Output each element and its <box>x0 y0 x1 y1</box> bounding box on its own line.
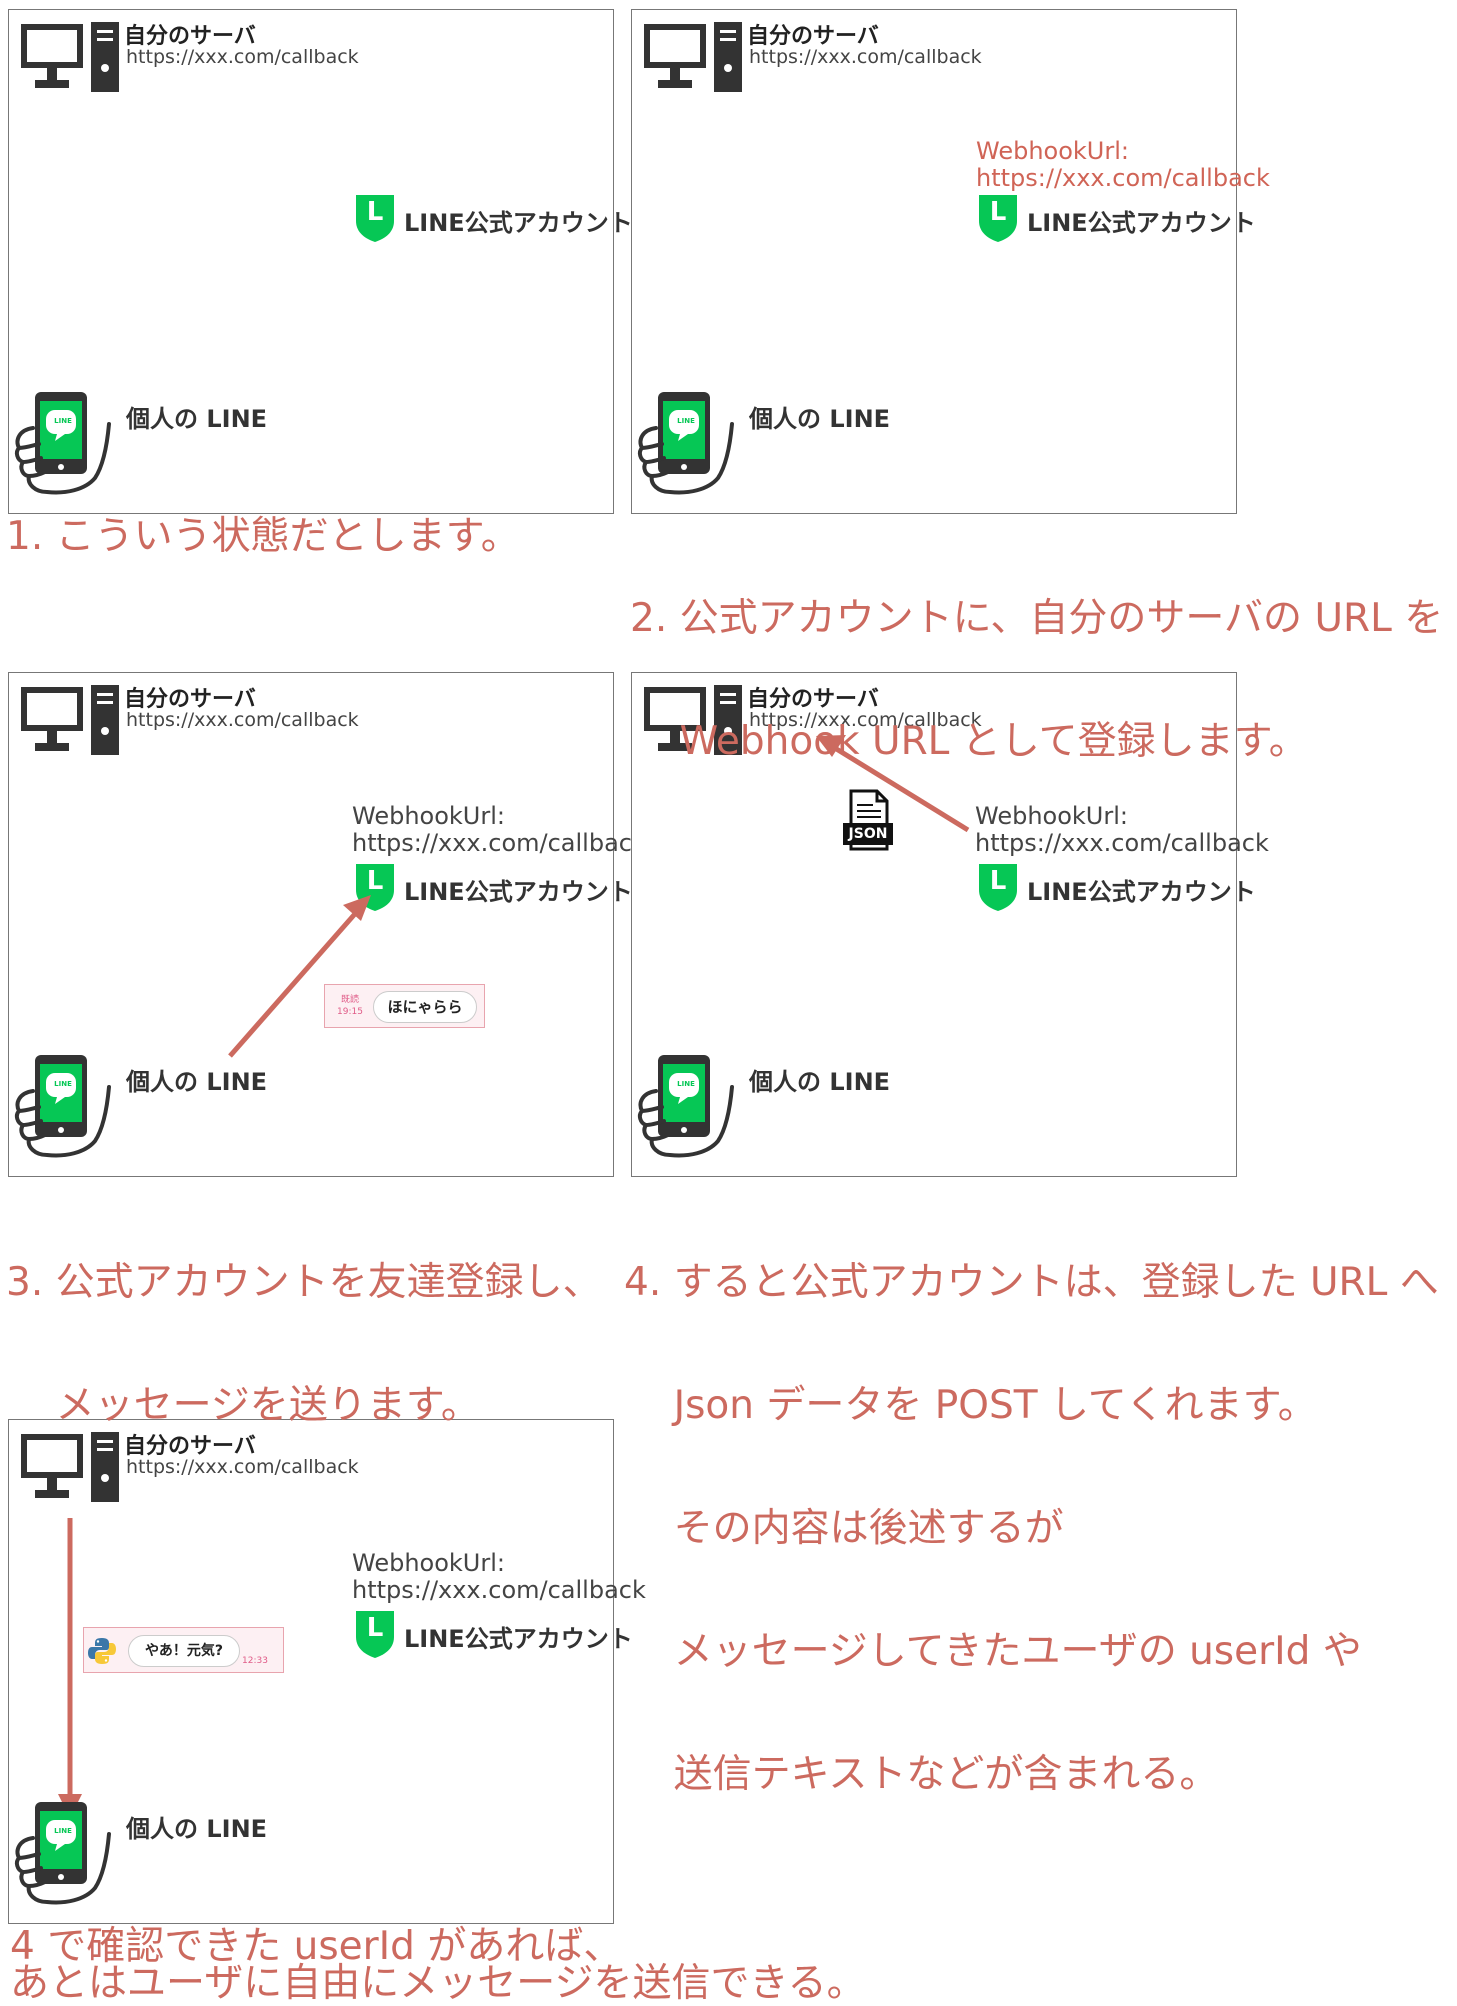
line-oa-shield-icon: L <box>354 1609 396 1659</box>
arrow-phone-to-oa <box>228 895 371 1058</box>
oa-label: LINE公式アカウント <box>1027 878 1256 906</box>
personal-line-label: 個人の LINE <box>126 1068 268 1096</box>
phone-line-logo: LINE <box>54 1827 72 1835</box>
webhook-url: https://xxx.com/callback <box>352 1576 646 1604</box>
personal-line-label: 個人の LINE <box>749 1068 891 1096</box>
hand-phone-icon <box>636 1051 736 1161</box>
caption-step-4: 4. すると公式アカウントは、登録した URL へ Json データを POST… <box>624 1180 1439 1836</box>
caption-line: Json データを POST してくれます。 <box>624 1383 1317 1428</box>
read-label: 既読 <box>341 995 360 1005</box>
oa-label: LINE公式アカウント <box>404 1625 633 1653</box>
message-time: 12:33 <box>242 1656 268 1666</box>
panel-step-1: 自分のサーバ https://xxx.com/callback L LINE公式… <box>8 9 633 514</box>
caption-line: 送信テキストなどが含まれる。 <box>624 1752 1219 1797</box>
webhook-url: https://xxx.com/callback <box>352 829 646 857</box>
message-sent-bubble: 既読 19:15 ほにゃらら <box>324 984 485 1028</box>
message-time: 19:15 <box>337 1007 363 1017</box>
json-document-icon: JSON <box>843 789 893 851</box>
line-oa-shield-icon: L <box>977 862 1019 912</box>
arrow-oa-to-server <box>816 735 970 833</box>
oa-label: LINE公式アカウント <box>1027 209 1256 237</box>
server-computer-icon <box>642 20 746 94</box>
server-url: https://xxx.com/callback <box>126 709 359 731</box>
message-text: ほにゃらら <box>373 991 477 1023</box>
server-url: https://xxx.com/callback <box>126 1456 359 1478</box>
hand-phone-icon <box>636 388 736 498</box>
server-title: 自分のサーバ <box>747 24 879 49</box>
panel-step-2: 自分のサーバ https://xxx.com/callback WebhookU… <box>631 9 1270 514</box>
caption-line: あとはユーザに自由にメッセージを送信できる。 <box>10 1961 866 2006</box>
personal-line-label: 個人の LINE <box>126 1815 268 1843</box>
json-label: JSON <box>848 826 888 842</box>
line-oa-shield-icon: L <box>977 193 1019 243</box>
personal-line-label: 個人の LINE <box>749 405 891 433</box>
webhook-url: https://xxx.com/callback <box>976 164 1270 192</box>
oa-label: LINE公式アカウント <box>404 209 633 237</box>
message-push-bubble: やあ！元気? 12:33 <box>83 1627 284 1673</box>
server-title: 自分のサーバ <box>747 687 879 712</box>
server-computer-icon <box>19 20 123 94</box>
webhook-label: WebhookUrl: <box>976 137 1129 165</box>
caption-line: Webhook URL として登録します。 <box>630 719 1308 764</box>
server-title: 自分のサーバ <box>124 1434 256 1459</box>
caption-line: 1. こういう状態だとします。 <box>6 514 520 559</box>
server-url: https://xxx.com/callback <box>126 46 359 68</box>
phone-line-logo: LINE <box>54 1080 72 1088</box>
webhook-label: WebhookUrl: <box>975 802 1128 830</box>
caption-step-2: 2. 公式アカウントに、自分のサーバの URL を Webhook URL とし… <box>630 516 1443 803</box>
webhook-label: WebhookUrl: <box>352 1549 505 1577</box>
panel-step-3: 自分のサーバ https://xxx.com/callback WebhookU… <box>8 672 646 1177</box>
caption-line: 2. 公式アカウントに、自分のサーバの URL を <box>630 596 1444 641</box>
oa-label: LINE公式アカウント <box>404 878 633 906</box>
caption-line: 3. 公式アカウントを友達登録し、 <box>6 1260 602 1305</box>
phone-line-logo: LINE <box>677 1080 695 1088</box>
server-title: 自分のサーバ <box>124 24 256 49</box>
server-title: 自分のサーバ <box>124 687 256 712</box>
line-oa-shield-icon: L <box>354 193 396 243</box>
server-url: https://xxx.com/callback <box>749 46 982 68</box>
hand-phone-icon <box>13 1798 113 1908</box>
caption-step-5: 4 で確認できた userId があれば、 あとはユーザに自由にメッセージを送信… <box>10 1924 866 2006</box>
hand-phone-icon <box>13 388 113 498</box>
webhook-label: WebhookUrl: <box>352 802 505 830</box>
caption-line: メッセージしてきたユーザの userId や <box>624 1629 1362 1674</box>
panel-step-5: 自分のサーバ https://xxx.com/callback WebhookU… <box>8 1419 646 1924</box>
caption-line: 4. すると公式アカウントは、登録した URL へ <box>624 1260 1439 1305</box>
caption-step-1: 1. こういう状態だとします。 <box>6 516 520 557</box>
line-oa-shield-icon: L <box>354 862 396 912</box>
caption-line: メッセージを送ります。 <box>6 1383 480 1428</box>
message-text: やあ！元気? <box>128 1635 240 1667</box>
webhook-url: https://xxx.com/callback <box>975 829 1269 857</box>
server-url: https://xxx.com/callback <box>749 709 982 731</box>
panel-step-4: 自分のサーバ https://xxx.com/callback JSON Web… <box>631 672 1269 1177</box>
phone-line-logo: LINE <box>54 417 72 425</box>
python-icon <box>88 1638 116 1664</box>
caption-line: その内容は後述するが <box>624 1506 1064 1551</box>
caption-line: 4 で確認できた userId があれば、 <box>10 1924 623 1969</box>
personal-line-label: 個人の LINE <box>126 405 268 433</box>
hand-phone-icon <box>13 1051 113 1161</box>
phone-line-logo: LINE <box>677 417 695 425</box>
caption-step-3: 3. 公式アカウントを友達登録し、 メッセージを送ります。 <box>6 1180 602 1467</box>
